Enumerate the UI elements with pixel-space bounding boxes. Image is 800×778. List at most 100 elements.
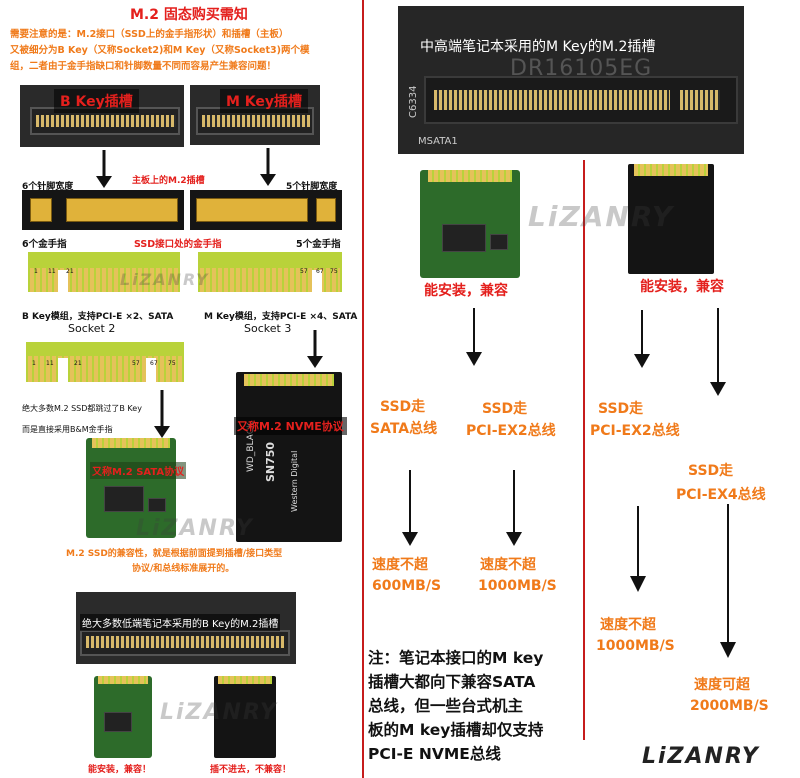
m-key-slot-label: M Key插槽	[220, 89, 309, 113]
sata-ssd-controller-chip	[104, 486, 144, 512]
m-pin-57: 57	[300, 268, 308, 275]
arrow-down-nvme	[307, 330, 323, 368]
bm-pin-1: 1	[32, 360, 36, 367]
col1b-bus-2: PCI-EX2总线	[466, 423, 556, 439]
left-watermark-3: LiZANRY	[160, 700, 278, 725]
compat-note-1: M.2 SSD的兼容性，就是根据前面提到插槽/接口类型	[66, 549, 283, 559]
most-ssd-note-2: 而是直接采用B&M金手指	[22, 425, 113, 434]
arrow-speed2	[506, 470, 522, 546]
can-install-label: 能安装，兼容！	[88, 765, 152, 775]
col1-ssd-small-chip	[490, 234, 508, 250]
socket3-label: Socket 3	[244, 322, 292, 335]
high-end-slot-photo: 中高端笔记本采用的M Key的M.2插槽 DR16105EG C6334 MSA…	[398, 6, 744, 154]
bm-finger-notch-b	[58, 358, 68, 382]
col1b-bus-1: SSD走	[482, 401, 528, 417]
bm-pin-67: 67	[150, 360, 158, 367]
left-watermark-2: LiZANRY	[136, 516, 254, 541]
left-title: M.2 固态购买需知	[130, 7, 248, 23]
arrow-down-b-slot	[96, 150, 112, 188]
speed1-line-2: 600MB/S	[372, 578, 442, 594]
nvme-ssd-gold-fingers	[244, 374, 334, 386]
col2b-bus-1: SSD走	[688, 463, 734, 479]
speed3-line-2: 1000MB/S	[596, 638, 675, 654]
nvme-protocol-label: 又称M.2 NVME协议	[234, 417, 347, 435]
compatible-ssd-chip	[104, 712, 132, 732]
lizanry-logo: LiZANRY	[642, 744, 760, 769]
col1-install-label: 能安装，兼容	[424, 283, 508, 299]
col1a-bus-1: SSD走	[380, 399, 426, 415]
b-pin-1: 1	[34, 268, 38, 275]
arrow-down-m-slot	[260, 148, 276, 186]
b-key-slot-photo: B Key插槽	[20, 85, 184, 147]
bm-finger-notch-m	[146, 358, 156, 382]
b-finger-notch	[58, 270, 68, 292]
ssd-finger-note: SSD接口处的金手指	[134, 239, 222, 250]
m-finger-notch	[312, 270, 322, 292]
right-divider-line	[583, 160, 585, 740]
col2a-bus-2: PCI-EX2总线	[590, 423, 680, 439]
nvme-ssd-photo: WD_BLACK SN750 Western Digital	[236, 372, 342, 542]
arrow-col2-right	[710, 308, 726, 396]
m-strip-long-contact	[196, 198, 308, 222]
sata-ssd-photo	[86, 438, 176, 538]
six-fingers-label: 6个金手指	[22, 239, 67, 250]
bm-pin-57: 57	[132, 360, 140, 367]
col1-ssd-fingers	[428, 170, 512, 182]
arrow-speed1	[402, 470, 418, 546]
high-end-slot-pins	[434, 90, 670, 110]
left-watermark-1: LiZANRY	[120, 270, 210, 289]
most-ssd-note-1: 绝大多数M.2 SSD都跳过了B Key	[22, 404, 142, 413]
b-key-slot-label: B Key插槽	[54, 89, 139, 113]
high-end-slot-pins-short	[680, 90, 720, 110]
note-line-3: 总线，但一些台式机主	[368, 697, 524, 715]
m-strip-short-contact	[316, 198, 336, 222]
b-strip-short-contact	[30, 198, 52, 222]
b-finger-pins	[30, 268, 178, 292]
col1a-bus-2: SATA总线	[370, 421, 438, 437]
intro-line-1: 需要注意的是：M.2接口（SSD上的金手指形状）和插槽（主板）	[10, 29, 289, 40]
b-pin-11: 11	[48, 268, 56, 275]
col1-ssd-photo	[420, 170, 520, 278]
bm-finger-pins	[28, 356, 182, 382]
nvme-brand-sn750: SN750	[264, 441, 277, 482]
bm-pin-21: 21	[74, 360, 82, 367]
intro-line-2: 又被细分为B Key（又称Socket2)和M Key（又称Socket3)两个…	[10, 45, 310, 56]
arrow-col1-top	[466, 308, 482, 366]
right-watermark: LiZANRY	[528, 200, 675, 233]
col2-ssd-fingers	[634, 164, 708, 176]
main-divider-line	[362, 0, 364, 778]
col2b-bus-2: PCI-EX4总线	[676, 487, 766, 503]
arrow-speed3	[630, 506, 646, 592]
bm-pin-11: 11	[46, 360, 54, 367]
b-key-slot-strip	[22, 190, 184, 230]
speed2-line-2: 1000MB/S	[478, 578, 557, 594]
arrow-speed4	[720, 504, 736, 658]
compat-note-2: 协议/和总线标准展开的。	[132, 564, 235, 574]
col2a-bus-1: SSD走	[598, 401, 644, 417]
arrow-col2-left	[634, 310, 650, 368]
m-key-slot-pins	[202, 115, 310, 127]
b-key-desc: B Key模组，支持PCI-E ×2、SATA	[22, 312, 174, 322]
low-end-slot-pins	[86, 636, 284, 648]
col2-install-label: 能安装，兼容	[640, 279, 724, 295]
compatible-ssd-photo	[94, 676, 152, 758]
low-end-slot-photo: 绝大多数低端笔记本采用的B Key的M.2插槽	[76, 592, 296, 664]
note-line-2: 插槽大都向下兼容SATA	[368, 673, 536, 691]
sata-protocol-label: 又称M.2 SATA协议	[90, 462, 187, 479]
six-pin-width: 6个针脚宽度	[22, 182, 74, 192]
cannot-install-label: 插不进去，不兼容！	[210, 765, 292, 775]
m-key-slot-strip	[190, 190, 342, 230]
m-key-slot-photo: M Key插槽	[190, 85, 320, 145]
mainboard-slot-note: 主板上的M.2插槽	[132, 176, 205, 186]
note-line-1: 注：笔记本接口的M key	[368, 649, 544, 667]
b-key-finger-strip	[28, 252, 180, 292]
socket2-label: Socket 2	[68, 322, 116, 335]
incompatible-ssd-fingers	[218, 676, 272, 684]
m-key-desc: M Key模组，支持PCI-E ×4、SATA	[204, 312, 358, 322]
m-key-finger-strip	[198, 252, 342, 292]
sata-ssd-gold-fingers	[92, 438, 170, 448]
slot-marking: MSATA1	[418, 136, 458, 147]
b-strip-long-contact	[66, 198, 178, 222]
five-fingers-label: 5个金手指	[296, 239, 341, 250]
col2-ssd-photo	[628, 164, 714, 274]
